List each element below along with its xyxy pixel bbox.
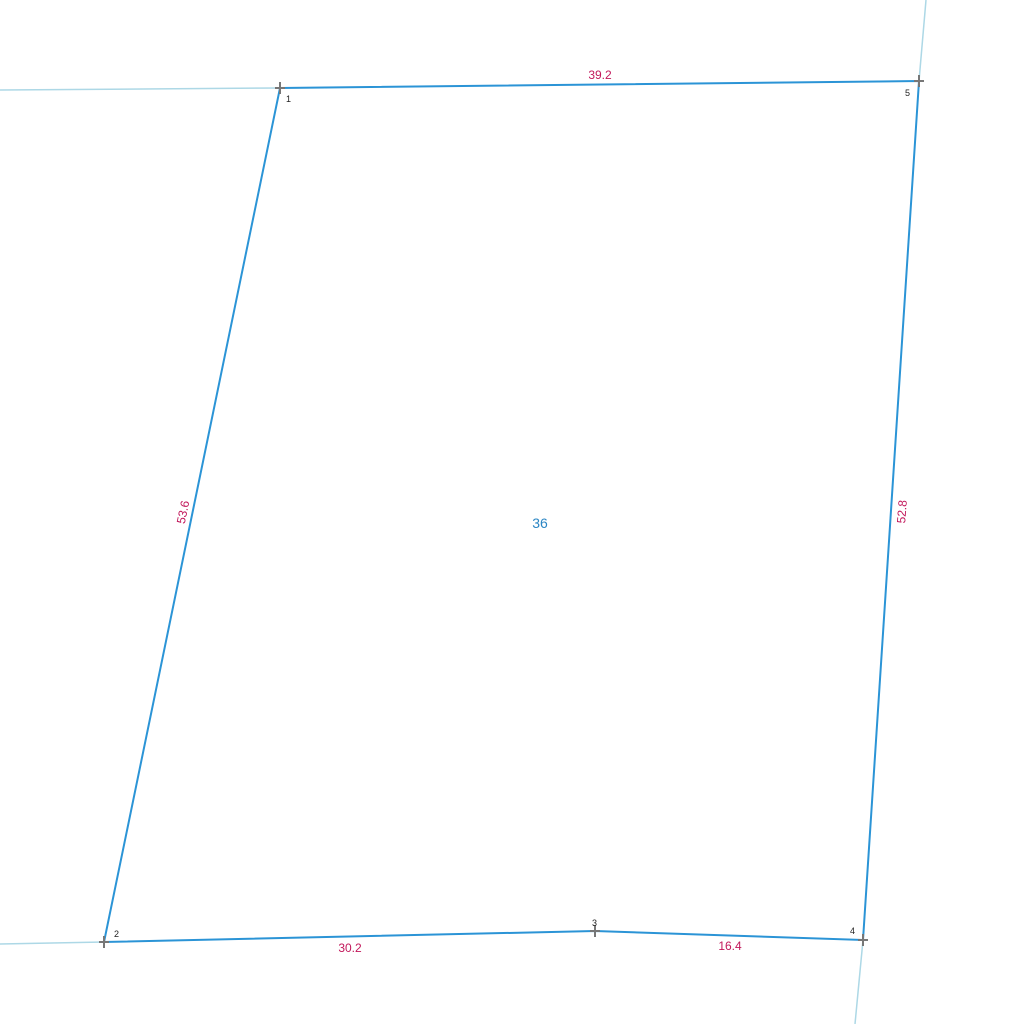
neighbor-boundaries bbox=[0, 0, 927, 1024]
vertex-label-2: 2 bbox=[114, 929, 119, 939]
vertex-label-4: 4 bbox=[850, 926, 855, 936]
neighbor-boundary-line bbox=[918, 0, 927, 82]
neighbor-boundary-line bbox=[0, 87, 281, 91]
vertex-markers bbox=[99, 75, 924, 948]
parcel-outline[interactable] bbox=[102, 79, 921, 944]
parcel-id-label[interactable]: 36 bbox=[532, 515, 548, 531]
neighbor-boundary-line bbox=[0, 941, 105, 945]
vertex-label-5: 5 bbox=[905, 88, 910, 98]
neighbor-boundary-line bbox=[854, 939, 864, 1024]
edge-length-1-2: 53.6 bbox=[174, 499, 193, 525]
vertex-label-1: 1 bbox=[286, 94, 291, 104]
edge-length-4-5: 52.8 bbox=[894, 499, 910, 524]
vertex-label-3: 3 bbox=[592, 918, 597, 928]
edge-length-3-4: 16.4 bbox=[718, 939, 742, 953]
edge-length-2-3: 30.2 bbox=[338, 941, 362, 955]
edge-length-1-5: 39.2 bbox=[588, 68, 612, 82]
